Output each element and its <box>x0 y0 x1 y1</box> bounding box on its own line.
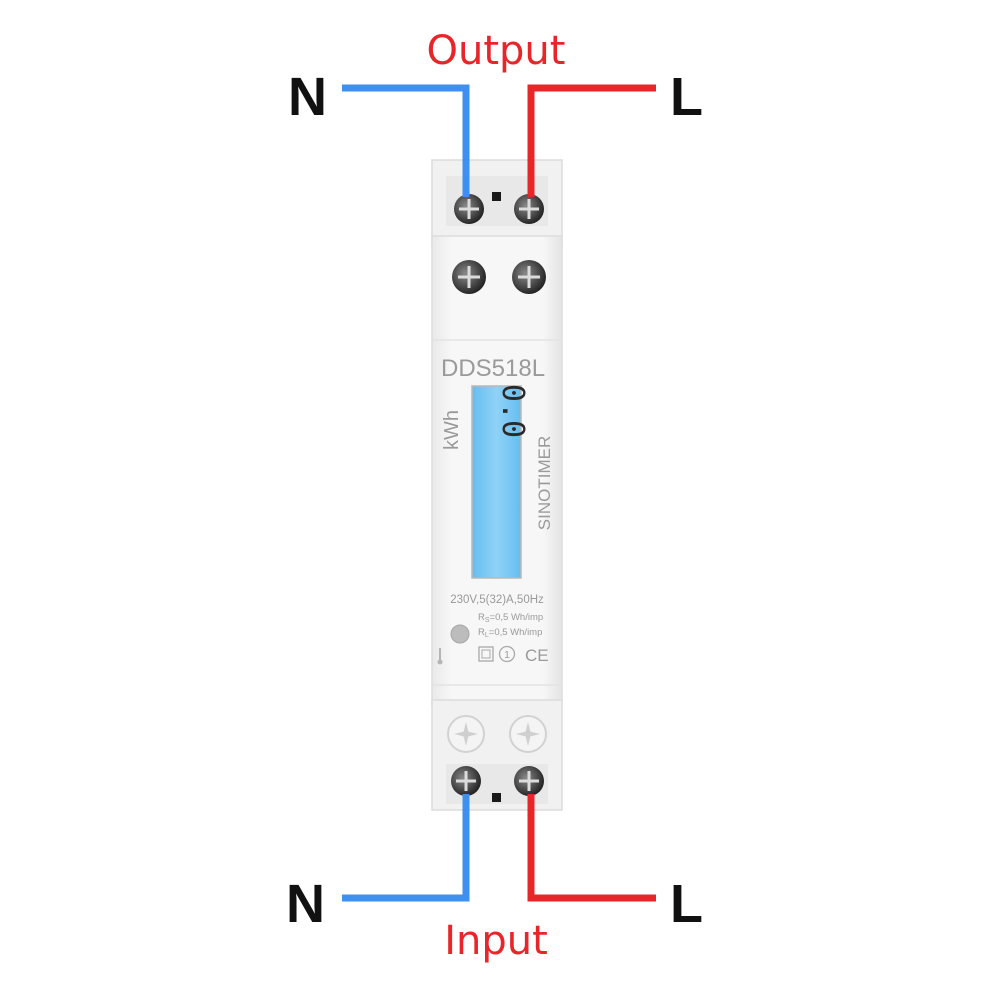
wire-output-neutral <box>342 84 470 197</box>
screw-bottom-input-n <box>451 766 481 796</box>
unit-label: kWh <box>441 410 463 450</box>
lcd-reading: 0.0 <box>495 384 530 438</box>
class-circle-icon <box>498 645 516 663</box>
rs-sub: S <box>485 617 490 624</box>
screw-top-output-n <box>454 194 484 224</box>
screw-upper-right <box>512 260 546 294</box>
rs-prefix: R <box>478 612 485 623</box>
rl-sub: L <box>485 632 489 639</box>
screw-lower-right <box>509 715 547 753</box>
rl-value: =0,5 Wh/imp <box>489 627 543 638</box>
screw-top-output-l <box>514 194 544 224</box>
ce-mark: CE <box>525 646 549 665</box>
bottom-left-terminal-label: N <box>286 874 325 934</box>
double-insulation-inner-icon <box>481 649 491 659</box>
screw-bottom-input-l <box>514 766 544 796</box>
model-label: DDS518L <box>441 355 545 382</box>
screw-upper-left <box>452 260 486 294</box>
energy-meter: DDS518L 0.0 kWh SINOTIMER 230V,5(32)A,50… <box>431 159 563 811</box>
top-square-marker <box>492 192 501 201</box>
screw-lower-left <box>447 715 485 753</box>
rs-value: =0,5 Wh/imp <box>490 612 544 623</box>
rating-label: 230V,5(32)A,50Hz <box>450 594 544 606</box>
brand-label: SINOTIMER <box>535 436 554 530</box>
double-insulation-icon <box>478 646 494 662</box>
rs-label: RS=0,5 Wh/imp <box>478 612 543 624</box>
rl-prefix: R <box>478 627 485 638</box>
wire-input-live <box>527 794 656 902</box>
wire-input-neutral <box>342 794 470 902</box>
top-left-terminal-label: N <box>288 67 327 127</box>
wire-output-live <box>527 84 656 197</box>
top-right-terminal-label: L <box>670 67 703 127</box>
bottom-right-terminal-label: L <box>670 874 703 934</box>
bottom-square-marker <box>492 793 501 802</box>
output-caption: Output <box>427 28 566 74</box>
pulse-led <box>450 624 470 644</box>
lcd-screen <box>471 385 522 579</box>
wires <box>342 84 656 902</box>
class-circle-mark: 1 <box>504 650 510 661</box>
rl-label: RL=0,5 Wh/imp <box>478 627 542 639</box>
thermometer-bulb-icon <box>437 659 443 665</box>
input-caption: Input <box>444 918 548 964</box>
